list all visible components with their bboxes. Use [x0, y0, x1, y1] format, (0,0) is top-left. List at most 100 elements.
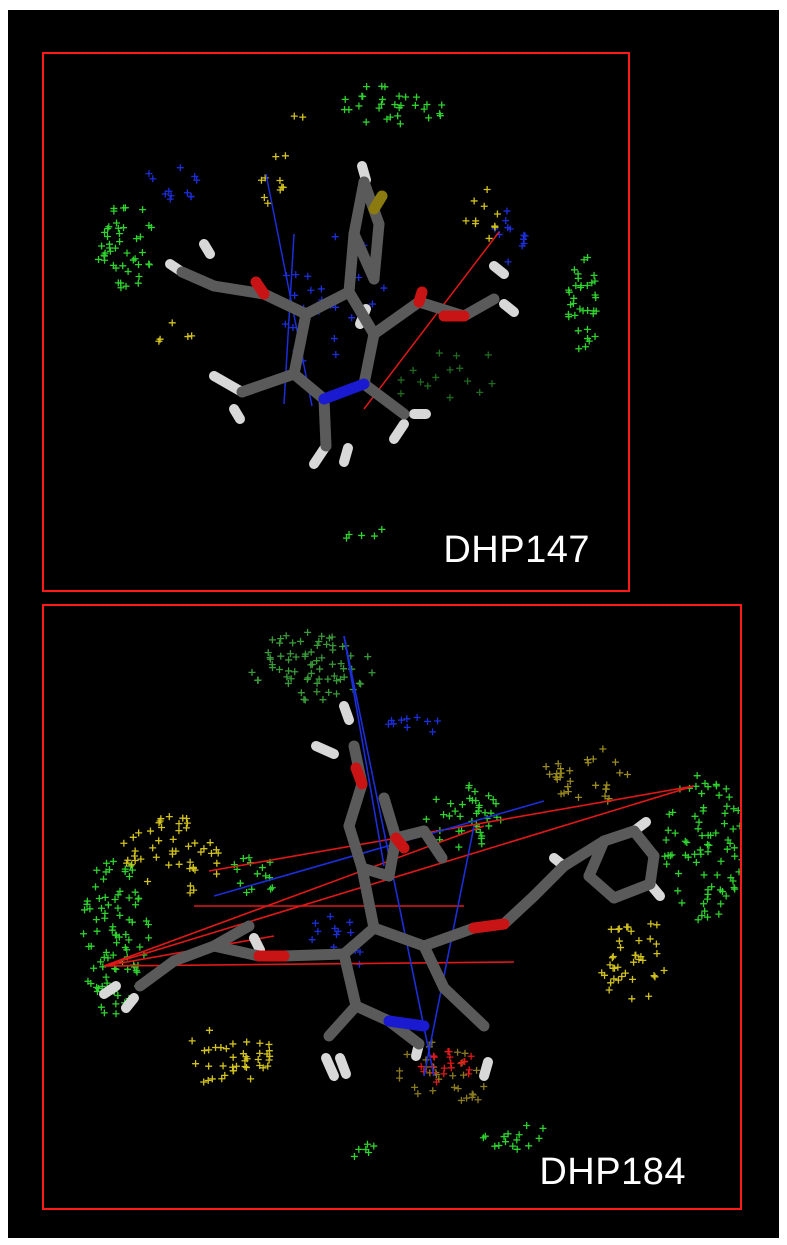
pharmacophore-point — [114, 904, 122, 912]
interaction-points — [95, 82, 600, 542]
pharmacophore-point — [591, 333, 599, 341]
pharmacophore-point — [341, 95, 349, 103]
pharmacophore-point — [157, 815, 165, 823]
pharmacophore-point — [144, 877, 152, 885]
pharmacophore-point — [233, 865, 241, 873]
pharmacophore-point — [281, 152, 289, 160]
pharmacophore-point — [362, 118, 370, 126]
pharmacophore-point — [205, 1062, 213, 1070]
pharmacophore-point — [291, 291, 299, 299]
figure-canvas: DHP147 — [8, 10, 779, 1238]
pharmacophore-point — [84, 977, 92, 985]
pharmacophore-point — [81, 906, 89, 914]
pharmacophore-point — [214, 849, 222, 857]
pharmacophore-point — [131, 255, 139, 263]
pharmacophore-point — [243, 888, 251, 896]
pharmacophore-point — [566, 777, 574, 785]
pharmacophore-point — [175, 860, 183, 868]
pharmacophore-point — [104, 954, 112, 962]
pharmacophore-point — [307, 286, 315, 294]
pharmacophore-point — [605, 986, 613, 994]
pharmacophore-point — [268, 664, 276, 672]
pharmacophore-point — [297, 689, 305, 697]
pharmacophore-point — [113, 939, 121, 947]
pharmacophore-point — [700, 871, 708, 879]
pharmacophore-point — [466, 794, 474, 802]
pharmacophore-point — [97, 904, 105, 912]
pharmacophore-point — [303, 675, 311, 683]
pharmacophore-point — [102, 948, 110, 956]
pharmacophore-point — [698, 832, 706, 840]
pharmacophore-point — [691, 812, 699, 820]
pharmacophore-point — [575, 345, 583, 353]
pharmacophore-point — [307, 669, 315, 677]
pharmacophore-point — [346, 918, 354, 926]
pharmacophore-point — [424, 717, 432, 725]
pharmacophore-point — [628, 995, 636, 1003]
pharmacophore-point — [182, 824, 190, 832]
pharmacophore-point — [149, 844, 157, 852]
pharmacophore-point — [358, 531, 366, 539]
pharmacophore-point — [155, 337, 163, 345]
pharmacophore-point — [480, 202, 488, 210]
pharmacophore-point — [139, 206, 147, 214]
pharmacophore-point — [565, 286, 573, 294]
pharmacophore-point — [136, 943, 144, 951]
pharmacophore-point — [456, 364, 464, 372]
pharmacophore-point — [704, 831, 712, 839]
pharmacophore-point — [135, 261, 143, 269]
pharmacophore-point — [480, 1082, 488, 1090]
pharmacophore-point — [397, 390, 405, 398]
pharmacophore-point — [193, 176, 201, 184]
pharmacophore-point — [590, 307, 598, 315]
pharmacophore-point — [283, 673, 291, 681]
pharmacophore-point — [669, 808, 677, 816]
pharmacophore-point — [282, 632, 290, 640]
pharmacophore-point — [412, 93, 420, 101]
pharmacophore-point — [628, 975, 636, 983]
pharmacophore-point — [554, 760, 562, 768]
pharmacophore-point — [345, 106, 353, 114]
pharmacophore-point — [104, 232, 112, 240]
pharmacophore-point — [167, 192, 175, 200]
pharmacophore-point — [391, 101, 399, 109]
pharmacophore-point — [95, 895, 103, 903]
pharmacophore-point — [681, 837, 689, 845]
pharmacophore-point — [134, 279, 142, 287]
pharmacophore-point — [703, 841, 711, 849]
pharmacophore-point — [334, 927, 342, 935]
pharmacophore-point — [457, 1096, 465, 1104]
pharmacophore-point — [169, 835, 177, 843]
pharmacophore-point — [176, 164, 184, 172]
pharmacophore-point — [462, 217, 470, 225]
pharmacophore-point — [355, 679, 363, 687]
pharmacophore-point — [368, 300, 376, 308]
pharmacophore-point — [145, 934, 153, 942]
pharmacophore-point — [112, 264, 120, 272]
compound-label: DHP184 — [539, 1151, 686, 1193]
pharmacophore-point — [191, 839, 199, 847]
pharmacophore-point — [145, 261, 153, 269]
pharmacophore-point — [624, 923, 632, 931]
pharmacophore-point — [471, 788, 479, 796]
pharmacophore-point — [142, 917, 150, 925]
pharmacophore-point — [583, 756, 591, 764]
pharmacophore-point — [611, 758, 619, 766]
pharmacophore-point — [247, 1075, 255, 1083]
pharmacophore-point — [384, 720, 392, 728]
pharmacophore-point — [168, 847, 176, 855]
pharmacophore-point — [566, 767, 574, 775]
pharmacophore-point — [601, 792, 609, 800]
pharmacophore-point — [186, 889, 194, 897]
pharmacophore-point — [653, 950, 661, 958]
pharmacophore-point — [129, 256, 137, 264]
pharmacophore-point — [208, 1075, 216, 1083]
pharmacophore-point — [395, 1074, 403, 1082]
pharmacophore-point — [120, 839, 128, 847]
pharmacophore-point — [259, 1064, 267, 1072]
pharmacophore-point — [379, 95, 386, 103]
pharmacophore-point — [413, 714, 421, 722]
pharmacophore-point — [128, 866, 136, 874]
pharmacophore-point — [212, 1044, 220, 1052]
pharmacophore-point — [409, 366, 417, 374]
